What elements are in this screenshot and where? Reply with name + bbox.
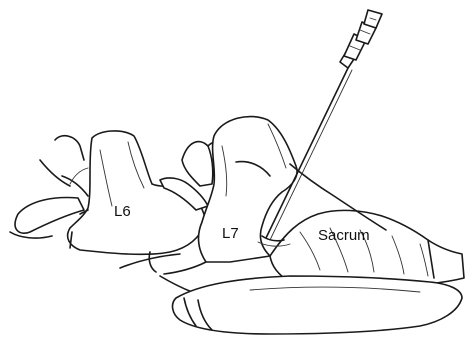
sacrum bbox=[270, 164, 464, 286]
needle-hub-icon bbox=[340, 10, 382, 68]
label-l7: L7 bbox=[222, 225, 239, 242]
ilium bbox=[173, 276, 462, 334]
label-sacrum: Sacrum bbox=[318, 227, 370, 244]
label-l6: L6 bbox=[114, 203, 131, 220]
